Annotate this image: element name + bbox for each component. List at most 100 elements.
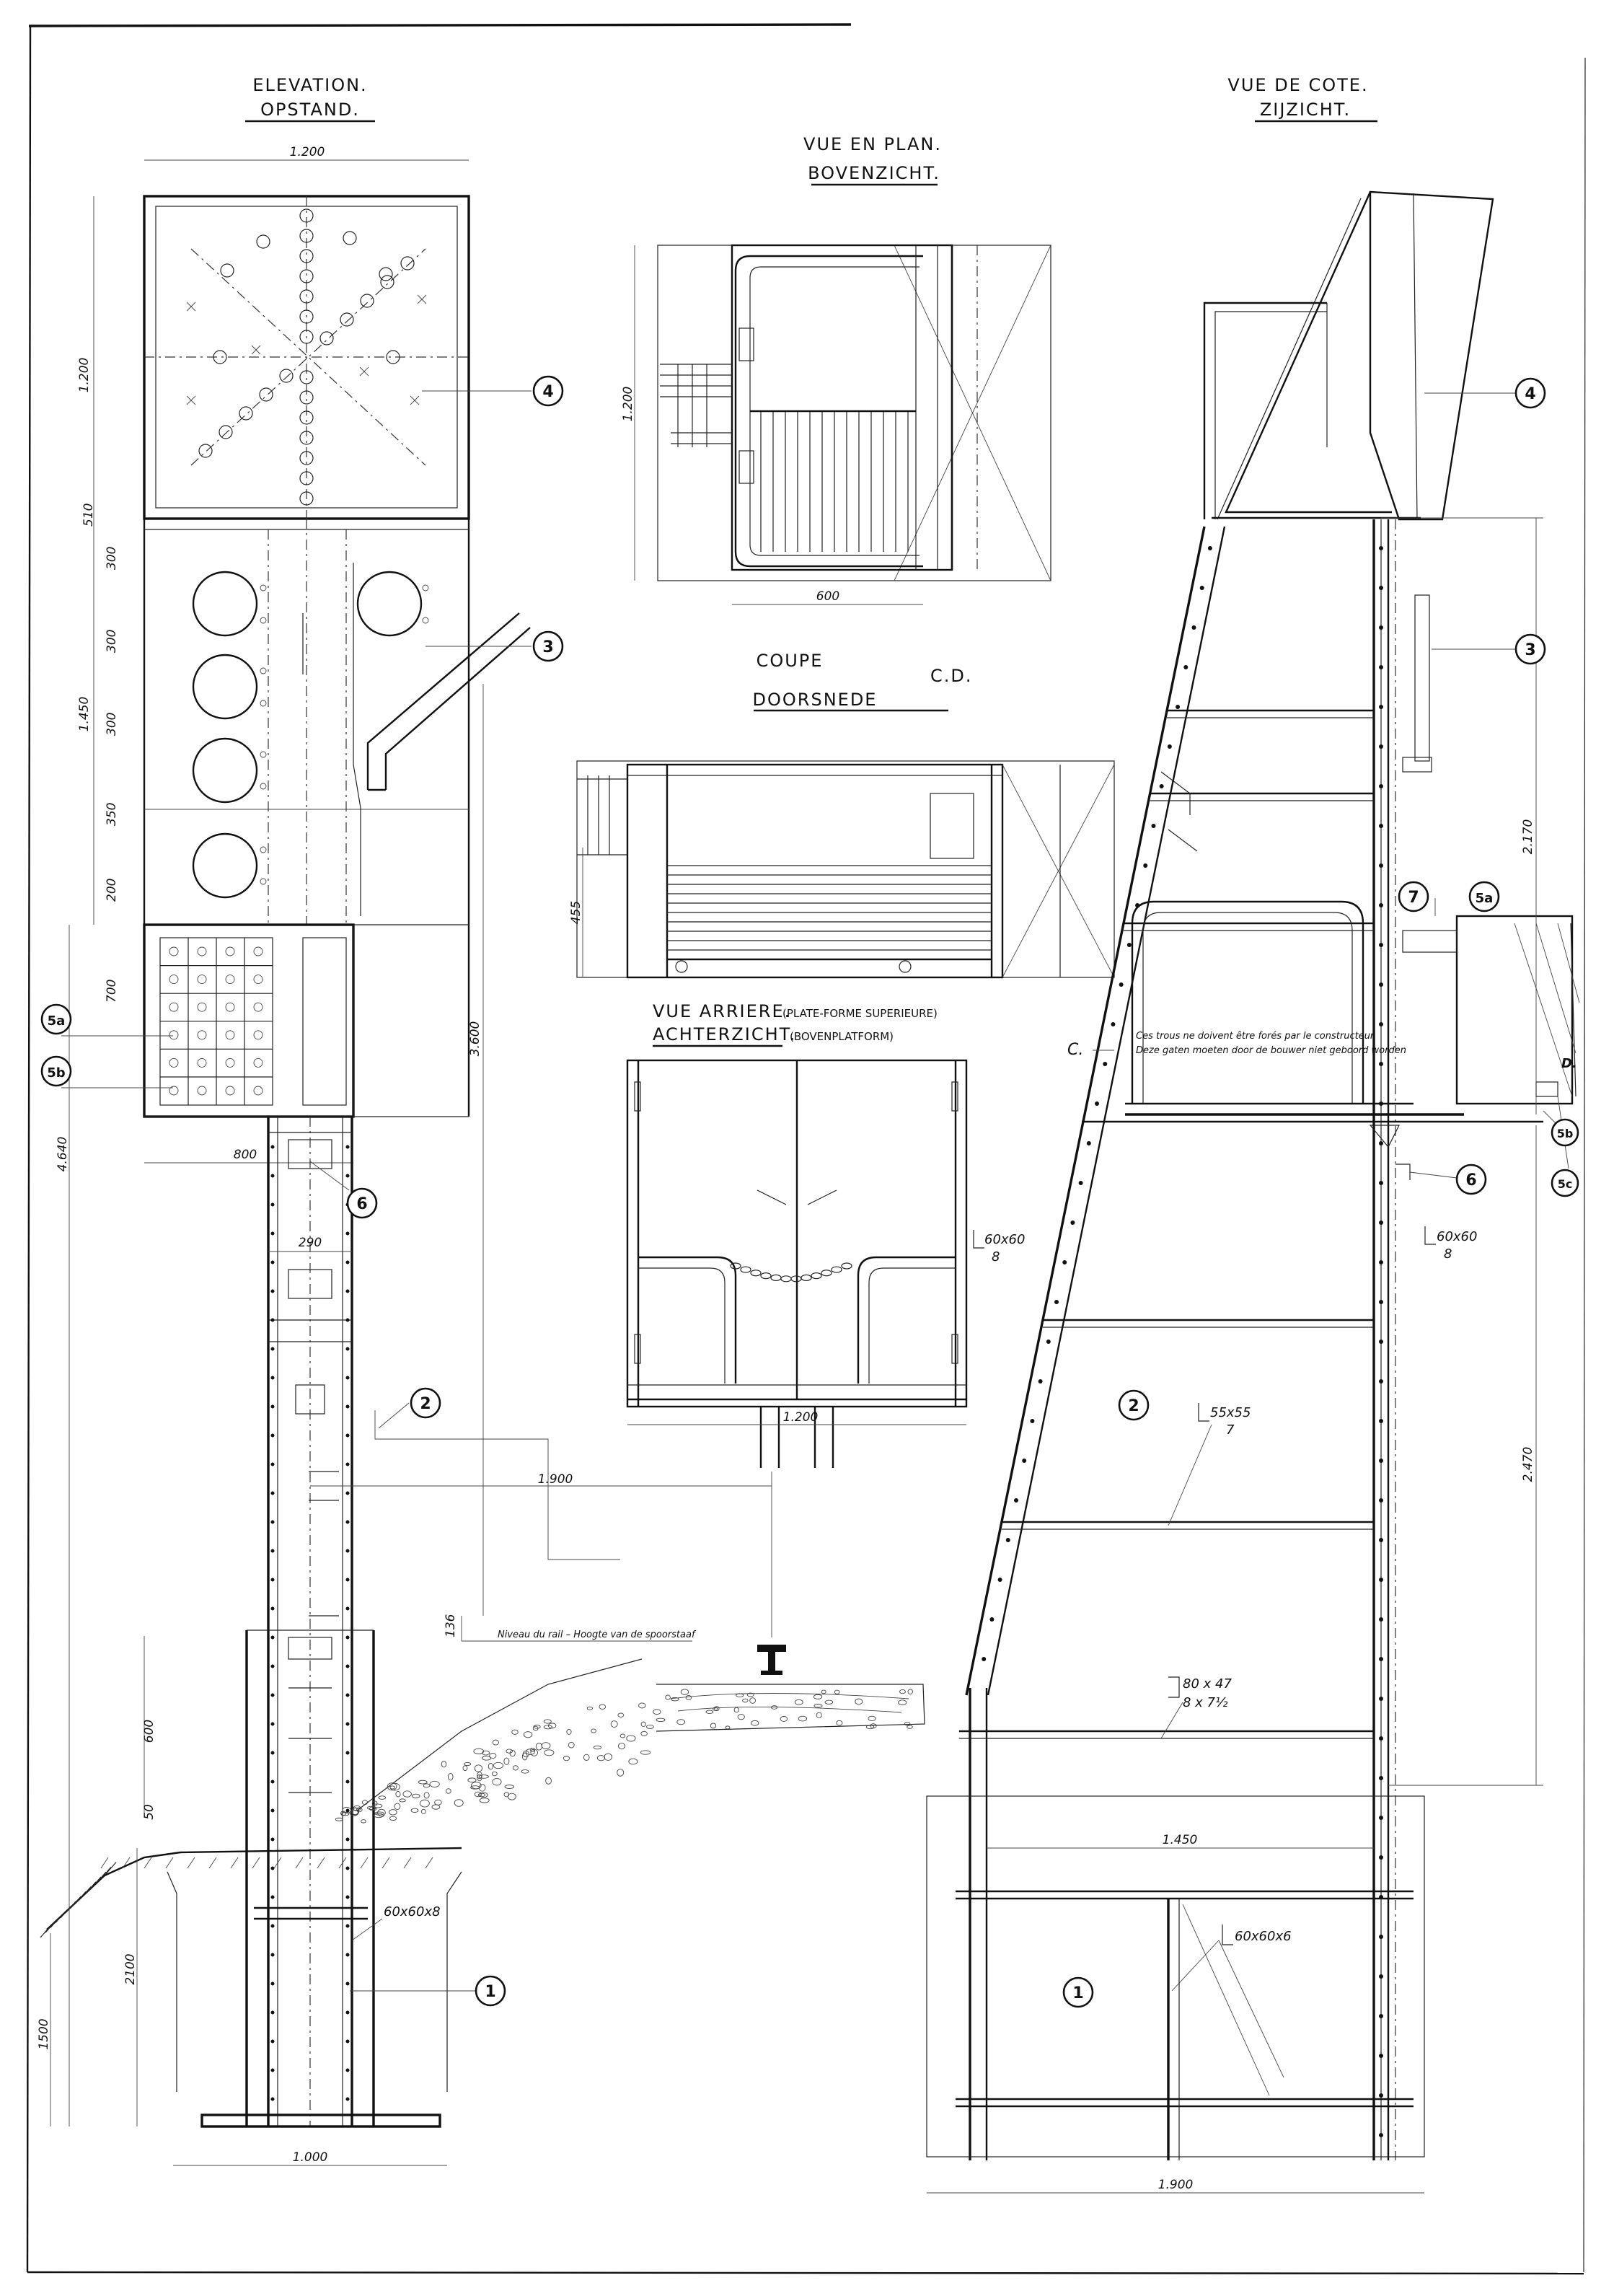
rivet xyxy=(1143,863,1148,868)
ballast-stone xyxy=(447,1773,454,1781)
rivet xyxy=(270,1808,275,1813)
ballast-stone xyxy=(898,1699,907,1705)
rivet xyxy=(270,2010,275,2015)
ballast-stone xyxy=(816,1712,822,1718)
hatch-mark xyxy=(425,1857,433,1869)
ballast-stone xyxy=(904,1721,911,1726)
rivet xyxy=(1086,1141,1091,1145)
section-letter-d: D. xyxy=(1561,1056,1577,1071)
rivet xyxy=(1379,863,1383,868)
rivet xyxy=(1379,1974,1383,1979)
hatch-mark xyxy=(403,1857,412,1869)
ballast-stone xyxy=(493,1761,503,1769)
rivet xyxy=(270,1981,275,1986)
ballast-stone xyxy=(488,1762,493,1770)
ballast-stone xyxy=(351,1807,359,1816)
svg-text:6: 6 xyxy=(356,1195,367,1213)
elev-dim-top-width: 1.200 xyxy=(290,145,325,159)
rivet xyxy=(345,1347,350,1351)
ballast-stone xyxy=(454,1799,464,1807)
rivet xyxy=(1103,1062,1108,1066)
ballast-stone xyxy=(521,1752,528,1761)
grid-cell-hole xyxy=(197,946,207,956)
elevation-title-nl: OPSTAND. xyxy=(260,100,360,120)
callout-3-elev: 3 xyxy=(532,630,564,662)
grid-cell-hole xyxy=(253,975,263,985)
ballast-stone xyxy=(412,1793,420,1798)
rivet xyxy=(270,1693,275,1697)
side-cabinet xyxy=(1455,915,1574,1105)
rivet xyxy=(1379,1022,1383,1026)
sheet-border-bottom xyxy=(27,2271,1584,2275)
callout-1-side: 1 xyxy=(1062,1976,1094,2008)
grid-cell-hole xyxy=(225,975,235,985)
chain-link xyxy=(750,1270,762,1277)
cabinet-grid xyxy=(160,938,273,1105)
rivet xyxy=(345,2068,350,2072)
rivet xyxy=(1379,1220,1383,1225)
rear-dim-1200: 1.200 xyxy=(783,1410,819,1425)
hatch-mark xyxy=(100,1867,112,1879)
rivet xyxy=(345,1722,350,1726)
rivet xyxy=(1379,982,1383,987)
ballast-stone xyxy=(429,1780,440,1787)
elev-dim-300c: 300 xyxy=(105,713,119,736)
svg-text:3: 3 xyxy=(1525,641,1535,659)
ballast-stone xyxy=(566,1728,572,1735)
ballast-stone xyxy=(489,1752,497,1759)
ballast-stone xyxy=(653,1709,661,1715)
callout-2-elev: 2 xyxy=(410,1387,441,1419)
lamp-hole xyxy=(299,309,314,324)
hatch-mark xyxy=(317,1857,325,1869)
lamp-hole xyxy=(299,208,314,223)
rivet xyxy=(345,1866,350,1870)
rivet xyxy=(345,1289,350,1293)
rivet xyxy=(1379,1459,1383,1463)
rivet xyxy=(270,1751,275,1755)
rivet xyxy=(345,1520,350,1524)
rivet xyxy=(1379,1697,1383,1701)
ballast-stone xyxy=(369,1806,377,1811)
hatch-mark xyxy=(122,1857,131,1869)
rivet xyxy=(1038,1379,1043,1384)
ballast-stone xyxy=(834,1689,840,1694)
rivet xyxy=(1379,1379,1383,1384)
ballast-stone xyxy=(410,1808,419,1813)
callout-7-side: 7 xyxy=(1398,881,1429,912)
rivet xyxy=(345,1664,350,1668)
safety-chain xyxy=(730,1262,852,1283)
side-dim-2170: 2.170 xyxy=(1521,819,1535,855)
plan-title-fr: VUE EN PLAN. xyxy=(803,134,942,154)
rivet xyxy=(1379,1181,1383,1185)
platform-note-fr: Ces trous ne doivent être forés par le c… xyxy=(1136,1031,1375,1042)
rear-view: VUE ARRIERE. (PLATE-FORME SUPERIEURE) AC… xyxy=(626,1001,968,1468)
indicator-lamp-holes xyxy=(186,208,427,506)
ballast-stone xyxy=(705,1710,714,1714)
ballast-stone xyxy=(420,1808,426,1814)
rivet xyxy=(270,1231,275,1236)
rivet xyxy=(345,1751,350,1755)
ballast-stone xyxy=(599,1704,607,1710)
callout-5c-side: 5c xyxy=(1551,1169,1579,1197)
ballast-stone xyxy=(402,1790,412,1798)
rivet xyxy=(1070,1220,1075,1225)
rivet xyxy=(345,1808,350,1813)
lamp-hole xyxy=(299,491,314,506)
plan-dim-600: 600 xyxy=(816,589,839,604)
side-dim-1900: 1.900 xyxy=(1158,2178,1194,2192)
lamp-hole xyxy=(340,312,354,327)
ballast-stone xyxy=(813,1694,823,1699)
ballast-stone xyxy=(477,1793,486,1798)
ballast-stone xyxy=(462,1765,468,1771)
ladder-rungs xyxy=(958,709,1374,1739)
grid-cell-hole xyxy=(169,1057,179,1068)
elev-dim-base: 1.000 xyxy=(293,2150,328,2165)
callout-6-side: 6 xyxy=(1455,1164,1487,1195)
rivet xyxy=(270,1433,275,1438)
ballast-stone xyxy=(794,1699,803,1705)
rivet xyxy=(1199,586,1204,590)
lamp-hole xyxy=(279,369,294,383)
ballast-stone xyxy=(547,1723,557,1729)
rivet xyxy=(345,1953,350,1957)
rivet xyxy=(1379,824,1383,828)
